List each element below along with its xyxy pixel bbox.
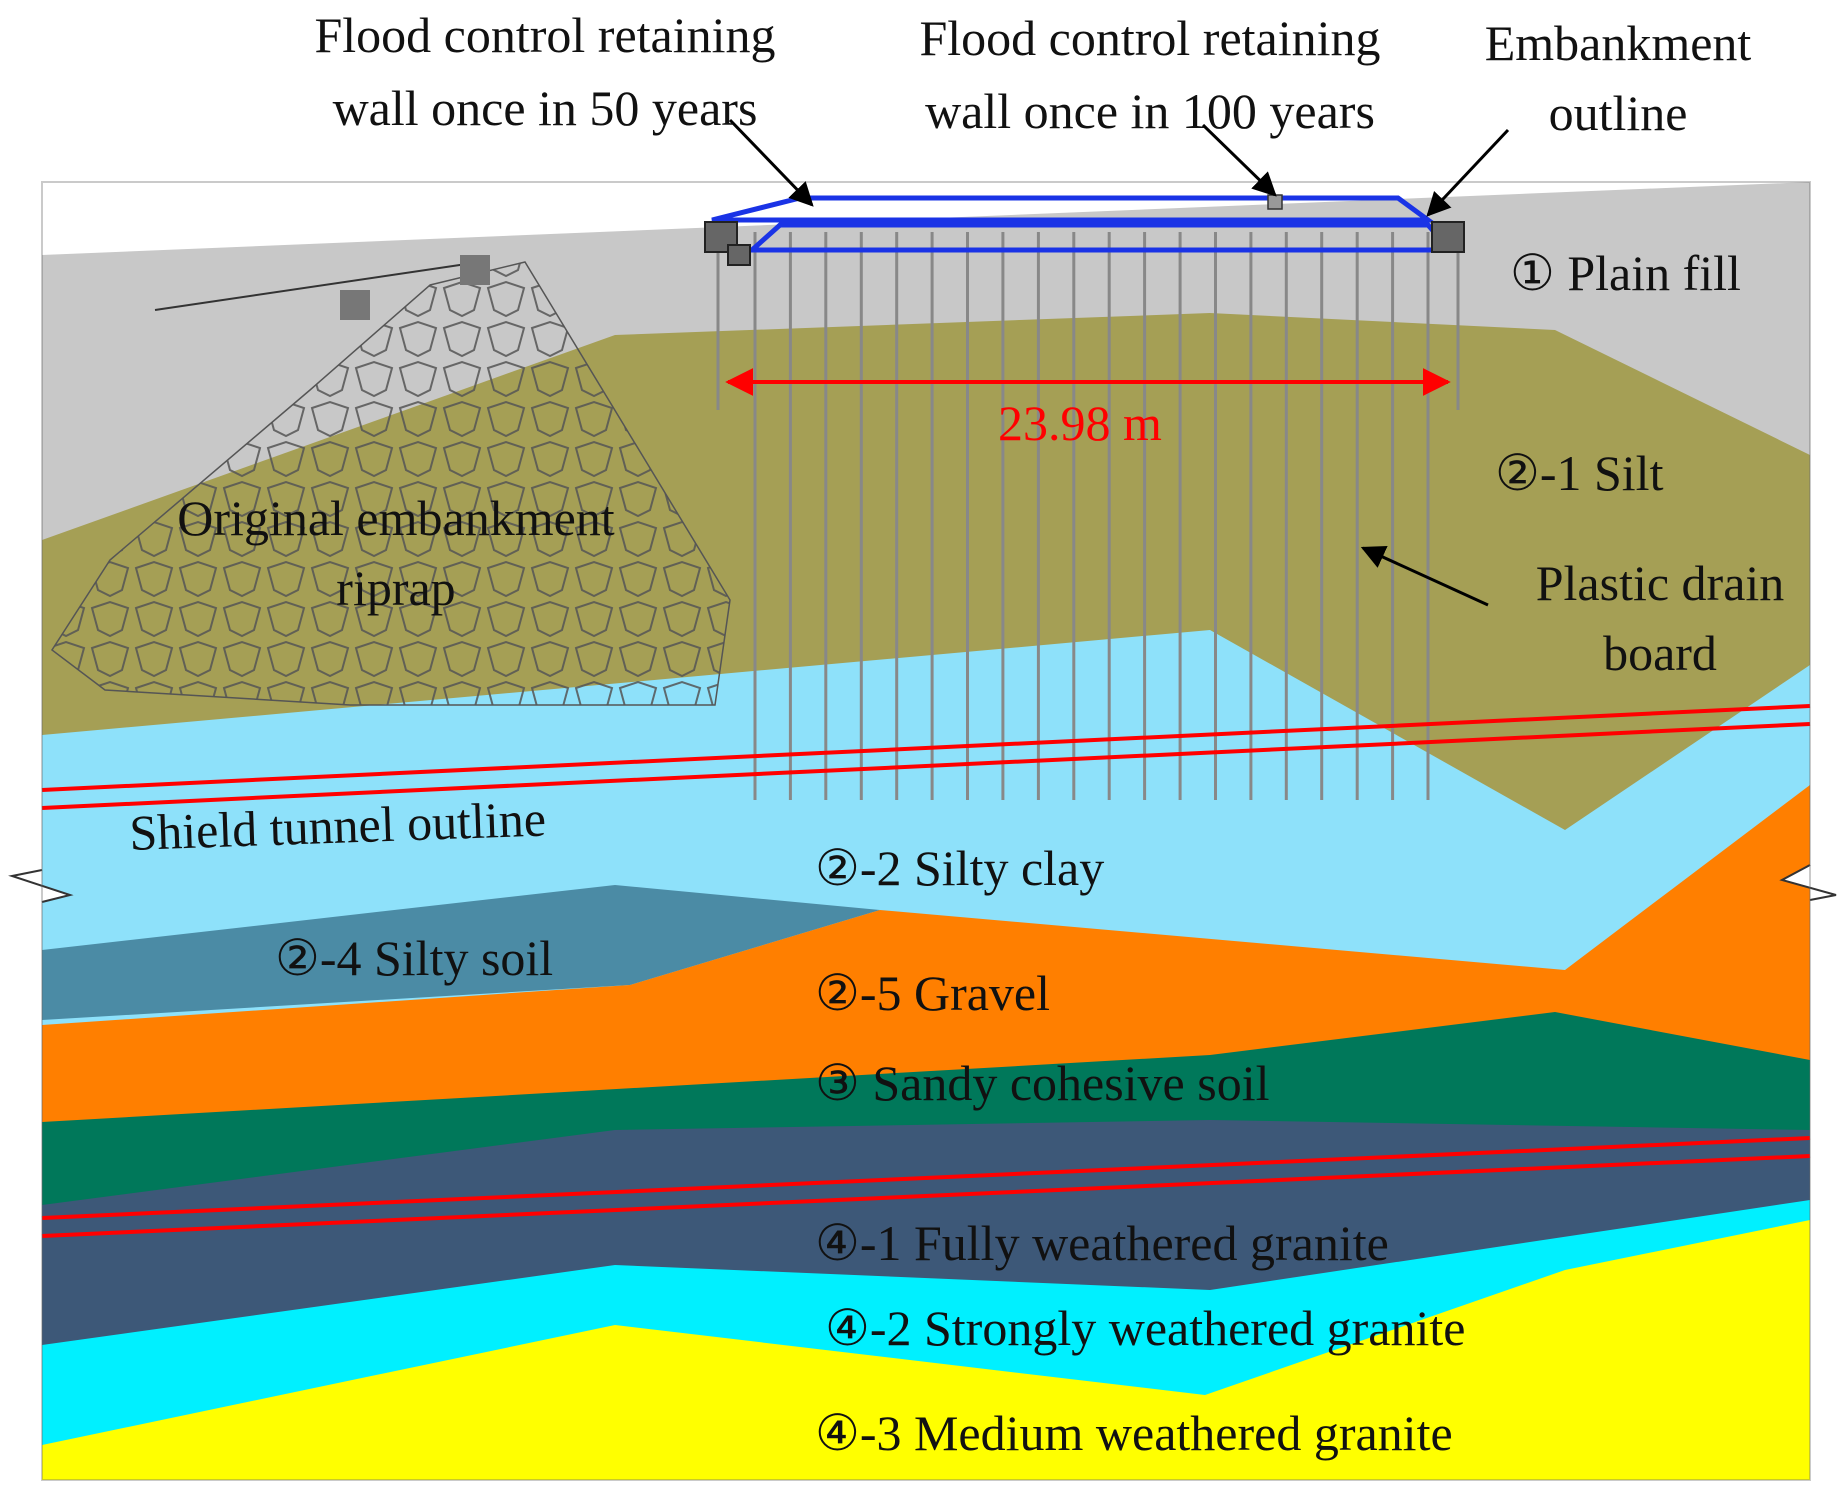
break-symbol-right [1779,864,1837,901]
flood-wall-left [704,221,751,266]
callout-wall-50-line1: Flood control retaining [314,7,775,63]
label-silty-clay: ②-2 Silty clay [815,840,1104,896]
plastic-drain-boards [753,232,1430,800]
callout-wall-100-line2: wall once in 100 years [925,83,1375,139]
flood-wall-right [1431,221,1465,253]
callout-wall-50-line2: wall once in 50 years [333,80,758,136]
shield-tunnel-upper [41,704,1811,810]
layer-silty-soil [42,885,880,1020]
layer-medium-weathered-granite [42,1220,1810,1480]
arrow-wall-100 [1201,123,1277,197]
arrow-drain [1360,546,1489,607]
embankment-outline-top [711,195,1436,223]
label-medium-weathered-granite: ④-3 Medium weathered granite [815,1405,1453,1461]
riprap-top-line [154,261,481,311]
label-gravel: ②-5 Gravel [815,965,1050,1021]
label-strongly-weathered-granite: ④-2 Strongly weathered granite [825,1300,1465,1356]
riprap-block-left [340,290,370,320]
section-frame [41,181,1811,1481]
riprap-body [50,261,731,706]
label-silt: ②-1 Silt [1495,445,1664,501]
callout-drain-line2: board [1603,625,1717,681]
arrow-embankment [1426,128,1510,217]
callout-embankment-line1: Embankment [1485,15,1752,71]
callout-riprap-line1: Original embankment [177,490,614,546]
callout-riprap-line2: riprap [336,560,455,616]
shield-tunnel-lower [41,1136,1811,1238]
label-silty-soil: ②-4 Silty soil [275,930,553,986]
label-plain-fill: ① Plain fill [1510,245,1741,301]
break-symbol-left [8,869,74,903]
label-fully-weathered-granite: ④-1 Fully weathered granite [815,1215,1389,1271]
callout-drain-line1: Plastic drain [1536,555,1785,611]
callout-wall-100-line1: Flood control retaining [919,10,1380,66]
label-sandy-cohesive-soil: ③ Sandy cohesive soil [815,1055,1270,1111]
callout-embankment-line2: outline [1549,85,1688,141]
flood-wall-100-marker [1267,194,1283,210]
arrow-wall-50 [728,118,814,207]
dimension-label: 23.98 m [998,395,1162,451]
riprap-block-right [460,255,490,285]
